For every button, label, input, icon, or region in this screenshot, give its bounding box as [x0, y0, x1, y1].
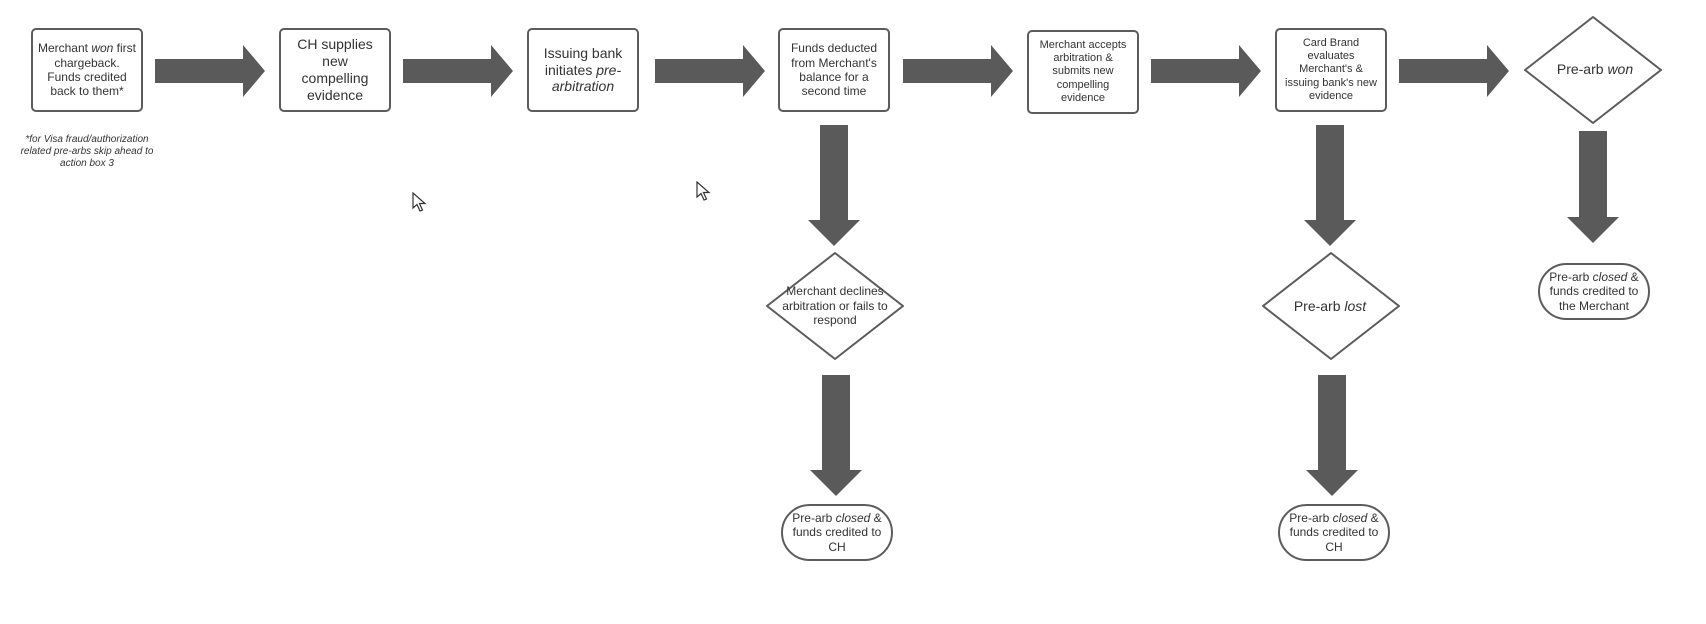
n7-text-1: won: [1607, 60, 1634, 77]
n11-text-0: Pre-arb: [1289, 510, 1333, 525]
n11-text-2: & funds credited to CH: [1289, 510, 1379, 554]
n7-text-0: Pre-arb: [1556, 60, 1608, 77]
arrow-down-4: [810, 375, 862, 496]
n8-label: Merchant declines arbitration or fails t…: [780, 284, 890, 327]
end-closed-credited-merchant: Pre-arb closed & funds credited to the M…: [1538, 263, 1650, 320]
arrow-down-3: [1567, 131, 1619, 243]
step-ch-supplies-evidence: CH supplies new compelling evidence: [279, 28, 391, 112]
diamond-merchant-declines: [766, 252, 904, 360]
diamond-pre-arb-won: [1524, 16, 1662, 124]
n3-text-0: Issuing bank initiates: [543, 44, 623, 78]
n11-text-1: closed: [1332, 510, 1368, 525]
n4-label: Funds deducted from Merchant's balance f…: [784, 41, 884, 99]
n12-text-2: & funds credited to the Merchant: [1549, 269, 1639, 313]
n1-text-0: Merchant: [37, 41, 92, 56]
n9-text-0: Pre-arb: [1293, 297, 1345, 314]
n10-text-0: Pre-arb: [792, 510, 836, 525]
n11-label: Pre-arb closed & funds credited to CH: [1286, 511, 1382, 554]
decision-shapes: [766, 16, 1662, 360]
diamond-pre-arb-lost: [1262, 252, 1400, 360]
arrow-down-5: [1306, 375, 1358, 496]
n6-text-0: Card Brand evaluates Merchant's & issuin…: [1285, 37, 1377, 102]
step-merchant-accepts-arbitration: Merchant accepts arbitration & submits n…: [1027, 30, 1139, 114]
n5-label: Merchant accepts arbitration & submits n…: [1035, 39, 1131, 105]
n9-label: Pre-arb lost: [1294, 298, 1366, 315]
flow-arrows: [155, 45, 1619, 496]
n5-text-0: Merchant accepts arbitration & submits n…: [1039, 39, 1127, 104]
n7-label: Pre-arb won: [1557, 61, 1633, 78]
arrow-right-6: [1399, 45, 1509, 97]
step-merchant-won-first-chargeback: Merchant won first chargeback. Funds cre…: [31, 28, 143, 112]
arrow-down-1: [808, 125, 860, 246]
footnote: *for Visa fraud/authorization related pr…: [20, 134, 154, 169]
n1-text-1: won: [91, 41, 114, 56]
n3-label: Issuing bank initiates pre-arbitration: [533, 45, 633, 95]
n2-text-0: CH supplies new compelling evidence: [297, 36, 373, 103]
n12-label: Pre-arb closed & funds credited to the M…: [1546, 270, 1642, 313]
n12-text-1: closed: [1592, 269, 1628, 284]
decision-pre-arb-won: Pre-arb won: [1520, 30, 1670, 108]
decision-pre-arb-lost: Pre-arb lost: [1260, 266, 1400, 346]
arrow-down-2: [1304, 125, 1356, 246]
step-issuing-bank-initiates-pre-arbitration: Issuing bank initiates pre-arbitration: [527, 28, 639, 112]
arrow-right-2: [403, 45, 513, 97]
end-closed-credited-ch-1: Pre-arb closed & funds credited to CH: [781, 504, 893, 561]
n1-text-2: first chargeback. Funds credited back to…: [47, 41, 137, 99]
n8-text-0: Merchant declines arbitration or fails t…: [782, 284, 888, 328]
n1-label: Merchant won first chargeback. Funds cre…: [37, 41, 137, 99]
arrow-right-1: [155, 45, 265, 97]
n10-text-1: closed: [835, 510, 871, 525]
arrow-right-5: [1151, 45, 1261, 97]
n3-text-1: pre-arbitration: [551, 61, 622, 95]
n12-text-0: Pre-arb: [1549, 269, 1593, 284]
n6-label: Card Brand evaluates Merchant's & issuin…: [1282, 37, 1380, 103]
n10-text-2: & funds credited to CH: [792, 510, 882, 554]
pointer-cursor: [696, 181, 711, 201]
arrow-right-4: [903, 45, 1013, 97]
n2-label: CH supplies new compelling evidence: [287, 36, 383, 103]
step-card-brand-evaluates: Card Brand evaluates Merchant's & issuin…: [1275, 28, 1387, 112]
step-funds-deducted-second-time: Funds deducted from Merchant's balance f…: [778, 28, 890, 112]
decision-merchant-declines: Merchant declines arbitration or fails t…: [780, 266, 890, 346]
n4-text-0: Funds deducted from Merchant's balance f…: [790, 41, 878, 99]
n10-label: Pre-arb closed & funds credited to CH: [789, 511, 885, 554]
pointer-cursor: [412, 192, 427, 212]
arrow-right-3: [655, 45, 765, 97]
n9-text-1: lost: [1344, 297, 1367, 314]
end-closed-credited-ch-2: Pre-arb closed & funds credited to CH: [1278, 504, 1390, 561]
